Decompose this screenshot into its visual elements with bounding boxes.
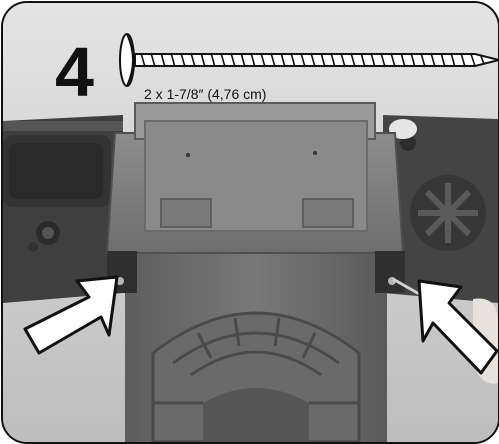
screw-quantity-label: 2 x 1-7/8″ (4,76 cm) [144,86,267,102]
step-number: 4 [55,33,94,111]
arrow-icon [23,275,119,355]
screw-icon [119,33,498,87]
arrow-icon [417,279,498,375]
assembly-photo [3,3,498,442]
